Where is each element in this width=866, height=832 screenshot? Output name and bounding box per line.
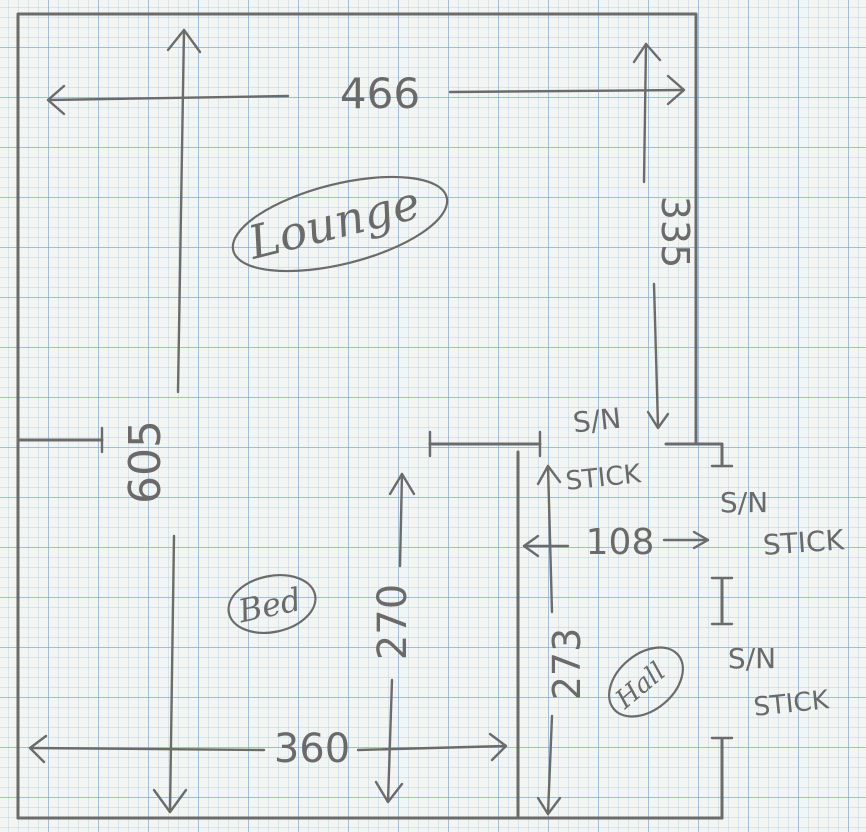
bed-oval bbox=[227, 574, 317, 634]
lounge-walls bbox=[16, 12, 698, 446]
room-label-hall: Hall bbox=[609, 657, 671, 716]
arrowhead-up-icon bbox=[166, 28, 202, 54]
arrowhead-down-icon bbox=[646, 410, 670, 430]
arrow-hall-height-bottom bbox=[546, 714, 554, 816]
arrowhead-up-icon bbox=[632, 42, 662, 64]
arrowhead-left-icon bbox=[46, 84, 66, 116]
note-sn-bottom-line2: STICK bbox=[752, 685, 831, 723]
arrowhead-up-icon bbox=[388, 472, 416, 496]
note-sn-top-line1: S/N bbox=[571, 402, 622, 440]
arrow-hall-height-top bbox=[546, 464, 554, 614]
arrow-bed-width-right bbox=[356, 744, 508, 752]
room-label-lounge: Lounge bbox=[242, 175, 425, 270]
arrowhead-down-icon bbox=[152, 788, 188, 814]
arrowhead-left-icon bbox=[28, 734, 48, 764]
dimension-label-108: 108 bbox=[586, 522, 655, 563]
note-sn-top-line2: STICK bbox=[564, 459, 643, 497]
arrow-lounge-right-height-bottom bbox=[652, 282, 660, 428]
arrowhead-right-icon bbox=[488, 732, 508, 762]
note-sn-bottom-line1: S/N bbox=[728, 642, 776, 675]
arrowhead-left-icon bbox=[522, 534, 540, 558]
arrow-bed-height-bottom bbox=[386, 678, 394, 804]
arrowhead-down-icon bbox=[536, 796, 562, 816]
hall-oval bbox=[608, 646, 684, 718]
dimension-label-360: 360 bbox=[274, 726, 350, 772]
dimension-arrows bbox=[28, 28, 710, 816]
arrow-bed-height-top bbox=[398, 472, 404, 568]
arrowhead-up-icon bbox=[536, 464, 562, 486]
note-sn-right-line2: STICK bbox=[762, 523, 846, 562]
arrow-bed-width-left bbox=[28, 746, 266, 752]
arrowhead-right-icon bbox=[666, 74, 686, 106]
lounge-oval bbox=[231, 175, 449, 273]
dimension-label-270: 270 bbox=[370, 584, 416, 660]
arrow-lounge-width-right bbox=[448, 88, 686, 94]
arrowhead-right-icon bbox=[692, 530, 710, 550]
arrow-total-height-top bbox=[176, 28, 186, 394]
dimension-label-273: 273 bbox=[545, 628, 589, 701]
room-label-bed: Bed bbox=[234, 580, 304, 630]
dimension-label-605: 605 bbox=[120, 420, 171, 504]
arrowhead-down-icon bbox=[374, 780, 404, 804]
arrow-total-height-bottom bbox=[168, 534, 176, 814]
dimension-label-466: 466 bbox=[340, 69, 420, 118]
arrow-lounge-width-left bbox=[46, 94, 290, 102]
dimension-label-335: 335 bbox=[653, 196, 697, 269]
room-ovals bbox=[227, 175, 684, 718]
lounge-hall-step bbox=[664, 442, 724, 466]
note-sn-right-line1: S/N bbox=[720, 486, 768, 519]
arrow-lounge-right-height-top bbox=[642, 42, 648, 184]
walls bbox=[16, 12, 734, 820]
